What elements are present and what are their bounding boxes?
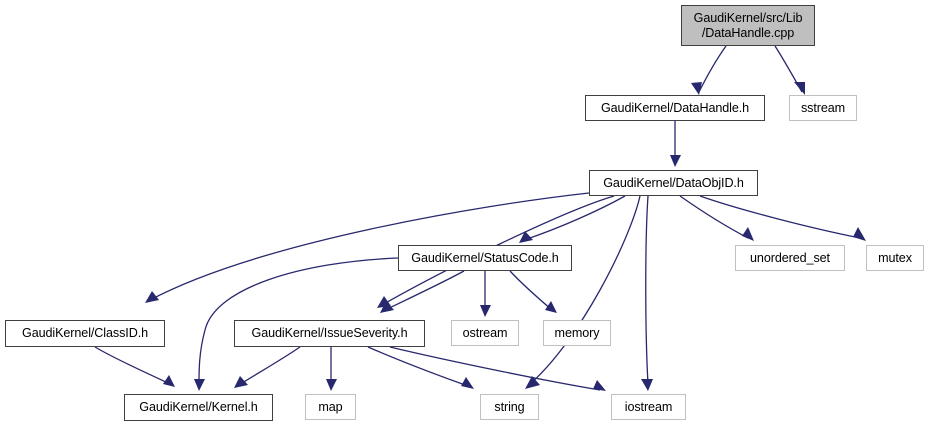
graph-node-mutex[interactable]: mutex: [866, 245, 924, 271]
arrowhead-icon: [194, 379, 205, 391]
edge-dataobjid_h-to-mutex: [699, 195, 861, 239]
arrowhead-icon: [691, 82, 702, 95]
arrowhead-icon: [234, 376, 248, 388]
arrowhead-icon: [519, 231, 533, 243]
edge-dataobjid_h-to-iostream: [645, 195, 649, 385]
edge-statuscode_h-to-memory: [509, 270, 553, 311]
graph-node-kernel_h[interactable]: GaudiKernel/Kernel.h: [124, 394, 273, 421]
arrowhead-icon: [670, 155, 681, 167]
arrowhead-icon: [853, 227, 866, 241]
edge-issueseverity_h-to-kernel_h: [238, 346, 301, 386]
arrowhead-icon: [742, 227, 754, 241]
graph-node-datahandle_cpp[interactable]: GaudiKernel/src/Lib /DataHandle.cpp: [681, 5, 815, 46]
arrowhead-icon: [480, 305, 491, 317]
edge-dataobjid_h-to-statuscode_h: [523, 195, 626, 241]
arrowhead-icon: [794, 82, 805, 95]
edge-statuscode_h-to-kernel_h: [198, 257, 399, 385]
arrowhead-icon: [326, 379, 337, 391]
edge-dataobjid_h-to-classid_h: [149, 192, 590, 301]
arrowhead-icon: [593, 380, 606, 391]
arrowhead-icon: [145, 291, 159, 303]
arrowhead-icon: [163, 375, 175, 387]
arrowhead-icon: [545, 301, 557, 313]
graph-node-datahandle_h[interactable]: GaudiKernel/DataHandle.h: [585, 95, 765, 121]
graph-node-classid_h[interactable]: GaudiKernel/ClassID.h: [5, 320, 165, 347]
graph-node-unordered_set[interactable]: unordered_set: [735, 245, 845, 271]
graph-node-statuscode_h[interactable]: GaudiKernel/StatusCode.h: [398, 245, 572, 271]
graph-node-ostream[interactable]: ostream: [451, 320, 519, 346]
graph-node-sstream[interactable]: sstream: [789, 95, 857, 121]
edge-issueseverity_h-to-iostream: [389, 346, 601, 391]
graph-node-string[interactable]: string: [480, 394, 539, 420]
arrowhead-icon: [641, 379, 653, 391]
graph-node-map[interactable]: map: [305, 394, 356, 420]
edge-classid_h-to-kernel_h: [94, 346, 171, 385]
edge-issueseverity_h-to-string: [367, 346, 469, 387]
edge-dataobjid_h-to-issueseverity_h: [381, 195, 615, 306]
edge-datahandle_cpp-to-datahandle_h: [698, 45, 727, 93]
arrowhead-icon: [461, 377, 474, 389]
edge-dataobjid_h-to-string: [529, 195, 641, 385]
edge-dataobjid_h-to-unordered_set: [679, 195, 749, 239]
graph-node-iostream[interactable]: iostream: [611, 394, 686, 420]
graph-node-issueseverity_h[interactable]: GaudiKernel/IssueSeverity.h: [234, 320, 425, 347]
arrowhead-icon: [380, 301, 394, 313]
graph-node-memory[interactable]: memory: [543, 320, 611, 346]
arrowhead-icon: [525, 376, 540, 389]
edge-statuscode_h-to-issueseverity_h: [384, 270, 465, 311]
graph-node-dataobjid_h[interactable]: GaudiKernel/DataObjID.h: [589, 170, 758, 196]
